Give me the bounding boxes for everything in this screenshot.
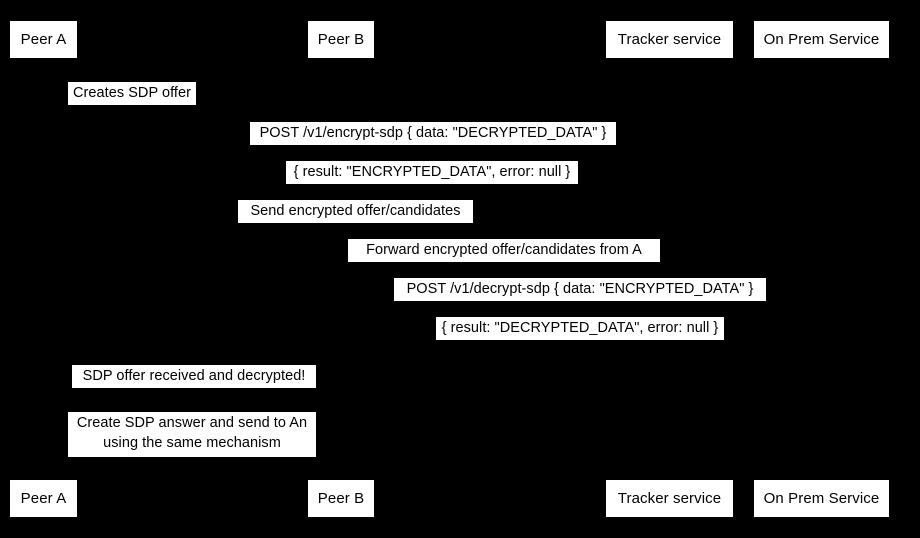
message-label-text: { result: "DECRYPTED_DATA", error: null …: [441, 319, 719, 336]
participant-label: On Prem Service: [763, 31, 880, 48]
message-decrypt-sdp-result: { result: "DECRYPTED_DATA", error: null …: [436, 317, 724, 340]
message-label-text-line-2: using the same mechanism: [103, 435, 281, 451]
participant-tracker-bottom[interactable]: Tracker service: [606, 480, 733, 517]
message-label-text: { result: "ENCRYPTED_DATA", error: null …: [293, 163, 571, 180]
lifeline-peer-a: [43, 58, 44, 470]
lifeline-peer-b: [340, 58, 341, 470]
participant-label: Tracker service: [617, 31, 722, 48]
participant-label: Peer A: [20, 31, 67, 48]
message-label-text: Forward encrypted offer/candidates from …: [366, 241, 642, 258]
participant-label: Peer B: [317, 490, 365, 507]
participant-on-prem-top[interactable]: On Prem Service: [754, 21, 889, 58]
participant-peer-a-bottom[interactable]: Peer A: [10, 480, 77, 517]
participant-peer-a-top[interactable]: Peer A: [10, 21, 77, 58]
message-create-sdp-answer: Create SDP answer and send to An using t…: [68, 412, 316, 457]
message-post-encrypt-sdp: POST /v1/encrypt-sdp { data: "DECRYPTED_…: [250, 122, 616, 145]
message-label-text: Creates SDP offer: [73, 84, 191, 101]
participant-label: Peer A: [20, 490, 67, 507]
message-encrypt-sdp-result: { result: "ENCRYPTED_DATA", error: null …: [286, 161, 578, 184]
participant-on-prem-bottom[interactable]: On Prem Service: [754, 480, 889, 517]
participant-peer-b-top[interactable]: Peer B: [308, 21, 374, 58]
message-send-encrypted-offer: Send encrypted offer/candidates: [238, 200, 473, 223]
participant-label: Tracker service: [617, 490, 722, 507]
message-sdp-offer-received: SDP offer received and decrypted!: [72, 365, 316, 388]
participant-label: Peer B: [317, 31, 365, 48]
participant-label: On Prem Service: [763, 490, 880, 507]
participant-peer-b-bottom[interactable]: Peer B: [308, 480, 374, 517]
lifeline-on-prem: [821, 58, 822, 470]
participant-tracker-top[interactable]: Tracker service: [606, 21, 733, 58]
message-label-text-line-1: Create SDP answer and send to An: [76, 415, 308, 432]
message-creates-sdp-offer: Creates SDP offer: [68, 82, 196, 105]
message-forward-encrypted-offer: Forward encrypted offer/candidates from …: [348, 239, 660, 262]
message-label-text: Send encrypted offer/candidates: [250, 202, 461, 219]
message-label-text: SDP offer received and decrypted!: [82, 367, 306, 384]
message-post-decrypt-sdp: POST /v1/decrypt-sdp { data: "ENCRYPTED_…: [394, 278, 766, 301]
message-label-text: POST /v1/decrypt-sdp { data: "ENCRYPTED_…: [406, 280, 754, 297]
lifeline-tracker: [668, 58, 669, 470]
message-label-text: POST /v1/encrypt-sdp { data: "DECRYPTED_…: [259, 124, 607, 141]
